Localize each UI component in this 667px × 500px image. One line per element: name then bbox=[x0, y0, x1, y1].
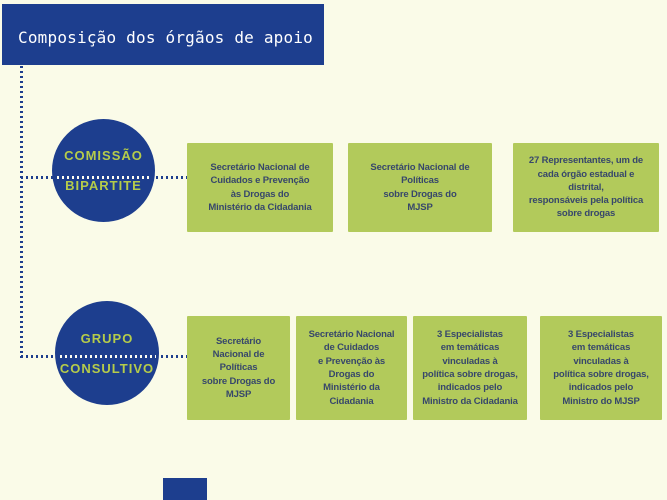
member-box-text: Secretário Nacional de Políticas sobre D… bbox=[370, 161, 470, 213]
circle-label-line2: CONSULTIVO bbox=[59, 360, 155, 376]
member-box-text: Secretário Nacional de Cuidados e Preven… bbox=[208, 161, 312, 213]
member-box-text: 3 Especialistas em temáticas vinculadas … bbox=[553, 329, 649, 407]
member-box-bipartite-2: Secretário Nacional de Políticas sobre D… bbox=[348, 143, 492, 232]
page-title: Composição dos órgãos de apoio bbox=[18, 28, 313, 47]
member-box-bipartite-1: Secretário Nacional de Cuidados e Preven… bbox=[187, 143, 333, 232]
connector-dotted-line-over-circle2 bbox=[60, 355, 156, 358]
member-box-text: 3 Especialistas em temáticas vinculadas … bbox=[422, 329, 518, 407]
member-box-text: 27 Representantes, um de cada órgão esta… bbox=[528, 155, 644, 220]
title-bar: Composição dos órgãos de apoio bbox=[2, 4, 324, 65]
circle-grupo-consultivo: GRUPO CONSULTIVO bbox=[55, 301, 159, 405]
member-box-text: Secretário Nacional de Políticas sobre D… bbox=[201, 335, 276, 400]
member-box-consultivo-2: Secretário Nacional de Cuidados e Preven… bbox=[296, 316, 407, 420]
member-box-consultivo-3: 3 Especialistas em temáticas vinculadas … bbox=[413, 316, 527, 420]
member-box-bipartite-3: 27 Representantes, um de cada órgão esta… bbox=[513, 143, 659, 232]
circle-label-line1: GRUPO bbox=[80, 330, 134, 346]
member-box-text: Secretário Nacional de Cuidados e Preven… bbox=[308, 329, 395, 407]
member-box-consultivo-1: Secretário Nacional de Políticas sobre D… bbox=[187, 316, 290, 420]
circle-comissao-bipartite: COMISSÃO BIPARTITE bbox=[52, 119, 155, 222]
circle-label-line1: COMISSÃO bbox=[64, 148, 143, 163]
member-box-consultivo-4: 3 Especialistas em temáticas vinculadas … bbox=[540, 316, 662, 420]
circle-label-line2: BIPARTITE bbox=[65, 178, 142, 193]
connector-vertical-dotted-line bbox=[20, 66, 23, 359]
bottom-partial-bar bbox=[163, 478, 207, 500]
connector-dotted-line-over-circle1 bbox=[57, 176, 152, 179]
